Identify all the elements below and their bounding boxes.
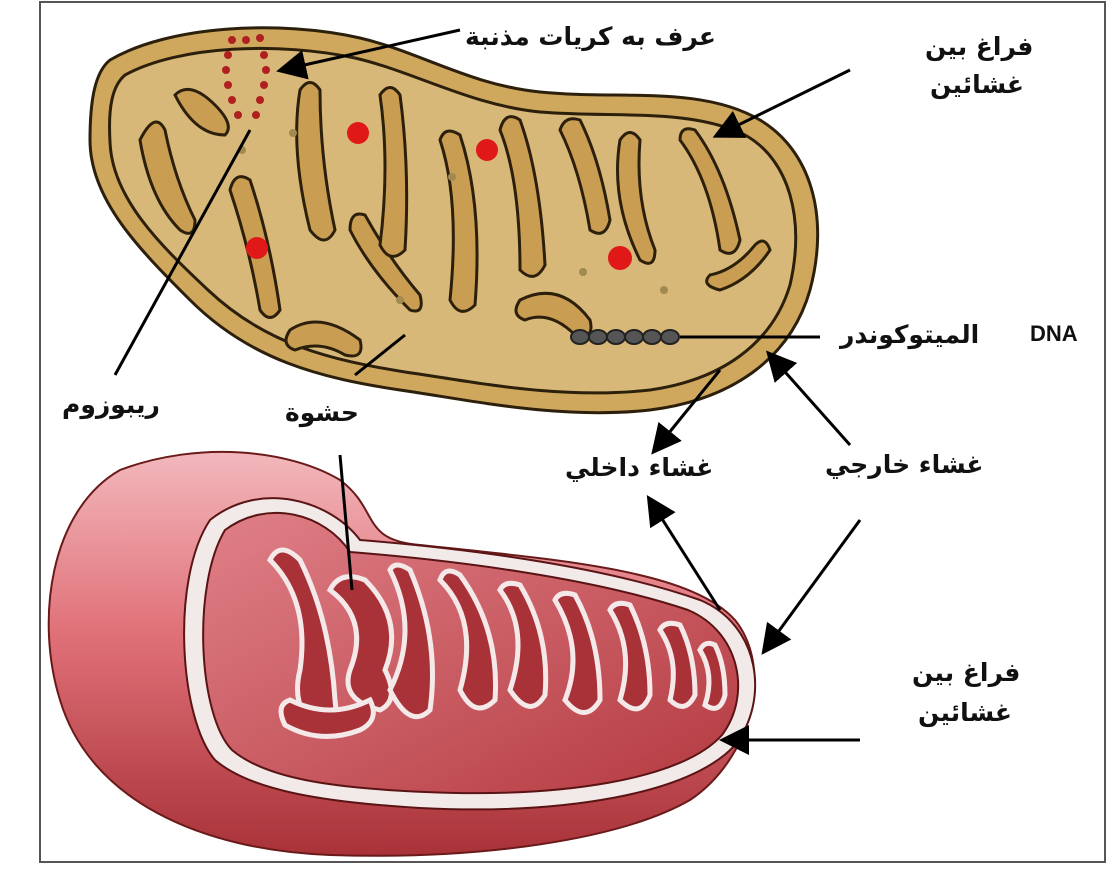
label-intermembrane-top-line2: غشائين <box>930 72 1024 98</box>
label-mitochondrion: الميتوكوندر <box>840 322 979 348</box>
label-ribosome: ريبوزوم <box>62 392 160 418</box>
label-intermembrane-bottom-line1: فراغ بين <box>912 660 1020 686</box>
label-cristae: عرف به كريات مذنبة <box>465 24 716 50</box>
label-intermembrane-bottom-line2: غشائين <box>918 700 1012 726</box>
label-matrix: حشوة <box>285 400 359 426</box>
label-dna: DNA <box>1030 322 1078 345</box>
label-outer-membrane: غشاء خارجي <box>825 452 984 478</box>
label-intermembrane-top-line1: فراغ بين <box>925 34 1033 60</box>
label-inner-membrane: غشاء داخلي <box>565 455 713 481</box>
